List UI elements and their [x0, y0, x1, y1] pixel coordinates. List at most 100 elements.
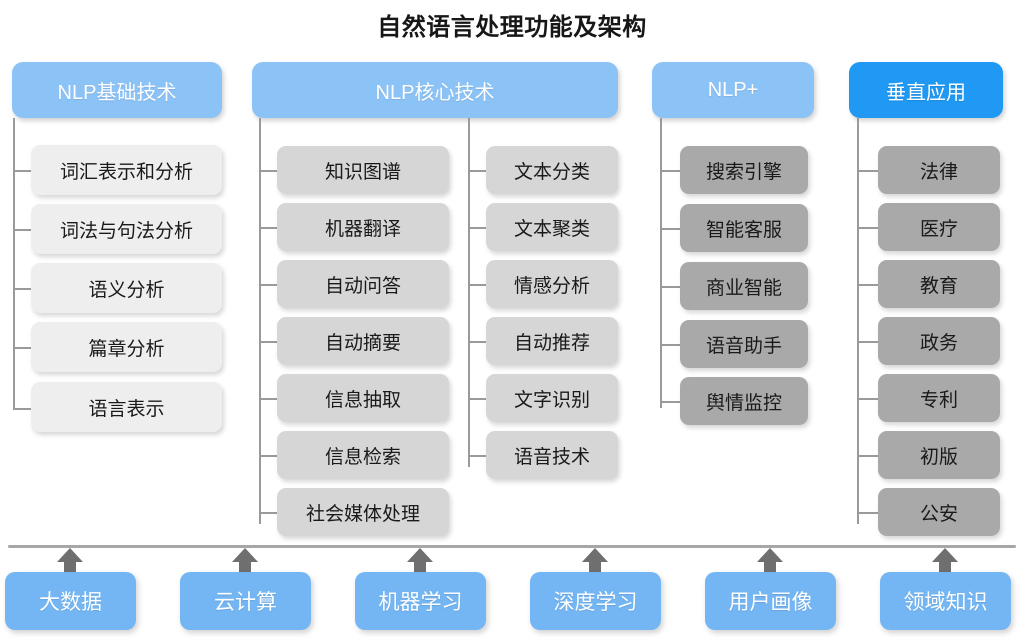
header-nlp-plus[interactable]: NLP+ [652, 62, 814, 118]
connector-stub [468, 227, 486, 229]
connector-stub [468, 341, 486, 343]
connector-stub [660, 228, 680, 230]
connector-stub [468, 455, 486, 457]
connector-stub [259, 284, 277, 286]
header-nlp-basic[interactable]: NLP基础技术 [12, 62, 222, 118]
node-col2-item[interactable]: 信息检索 [277, 431, 449, 479]
node-col5-item[interactable]: 初版 [878, 431, 1000, 479]
up-arrow-icon [57, 548, 83, 588]
node-label: 舆情监控 [705, 392, 782, 414]
foundation-item[interactable]: 用户画像 [705, 572, 836, 630]
node-col4-item[interactable]: 搜索引擎 [680, 146, 808, 194]
connector-stub [259, 455, 277, 457]
node-col2-item[interactable]: 知识图谱 [277, 146, 449, 194]
node-label: 词法与句法分析 [59, 220, 193, 242]
connector-stub [13, 288, 31, 290]
node-col3-item[interactable]: 文字识别 [486, 374, 618, 422]
connector-stub [468, 170, 486, 172]
up-arrow-icon [757, 548, 783, 588]
node-col4-item[interactable]: 舆情监控 [680, 377, 808, 425]
node-label: 商业智能 [705, 277, 782, 299]
connector-trunk-col2 [259, 118, 261, 524]
header-label: NLP核心技术 [375, 81, 495, 104]
node-col5-item[interactable]: 教育 [878, 260, 1000, 308]
foundation-item[interactable]: 机器学习 [355, 572, 486, 630]
foundation-label: 大数据 [39, 591, 102, 614]
foundation-item[interactable]: 大数据 [5, 572, 136, 630]
connector-trunk-col1 [13, 118, 15, 410]
node-label: 教育 [919, 275, 958, 297]
node-col4-item[interactable]: 语音助手 [680, 320, 808, 368]
node-col5-item[interactable]: 医疗 [878, 203, 1000, 251]
connector-stub [13, 170, 31, 172]
foundation-label: 领域知识 [903, 591, 988, 614]
node-label: 自动摘要 [324, 332, 401, 354]
node-label: 信息抽取 [324, 389, 401, 411]
connector-stub [857, 341, 878, 343]
up-arrow-icon [232, 548, 258, 588]
node-col5-item[interactable]: 专利 [878, 374, 1000, 422]
connector-trunk-col3 [468, 118, 470, 467]
node-col1-item[interactable]: 语言表示 [31, 382, 222, 432]
node-col2-item[interactable]: 社会媒体处理 [277, 488, 449, 536]
node-col2-item[interactable]: 自动摘要 [277, 317, 449, 365]
connector-stub [857, 284, 878, 286]
header-label: NLP+ [707, 78, 759, 101]
node-label: 初版 [919, 446, 958, 468]
header-label: 垂直应用 [886, 81, 966, 104]
node-col4-item[interactable]: 智能客服 [680, 204, 808, 252]
node-label: 知识图谱 [324, 161, 401, 183]
foundation-label: 机器学习 [378, 591, 463, 614]
node-col5-item[interactable]: 公安 [878, 488, 1000, 536]
node-label: 政务 [919, 332, 958, 354]
connector-stub [857, 512, 878, 514]
connector-stub [259, 341, 277, 343]
node-label: 文本聚类 [513, 218, 590, 240]
connector-stub [259, 170, 277, 172]
node-label: 词汇表示和分析 [59, 161, 193, 183]
connector-stub [660, 401, 680, 403]
header-label: NLP基础技术 [57, 81, 177, 104]
connector-stub [857, 227, 878, 229]
node-label: 专利 [919, 389, 958, 411]
node-col1-item[interactable]: 词汇表示和分析 [31, 145, 222, 195]
up-arrow-icon [932, 548, 958, 588]
node-label: 公安 [919, 503, 958, 525]
node-label: 机器翻译 [324, 218, 401, 240]
node-col3-item[interactable]: 自动推荐 [486, 317, 618, 365]
node-col3-item[interactable]: 文本聚类 [486, 203, 618, 251]
node-label: 医疗 [919, 218, 958, 240]
node-label: 语言表示 [88, 398, 165, 420]
foundation-divider-line [8, 545, 1016, 548]
node-col2-item[interactable]: 信息抽取 [277, 374, 449, 422]
foundation-item[interactable]: 深度学习 [530, 572, 661, 630]
connector-stub [468, 398, 486, 400]
header-nlp-core[interactable]: NLP核心技术 [252, 62, 618, 118]
foundation-label: 深度学习 [553, 591, 638, 614]
node-label: 语义分析 [88, 279, 165, 301]
connector-stub [259, 398, 277, 400]
node-col2-item[interactable]: 机器翻译 [277, 203, 449, 251]
node-col3-item[interactable]: 文本分类 [486, 146, 618, 194]
connector-trunk-col4 [660, 118, 662, 408]
node-label: 文本分类 [513, 161, 590, 183]
foundation-item[interactable]: 云计算 [180, 572, 311, 630]
foundation-item[interactable]: 领域知识 [880, 572, 1011, 630]
node-label: 信息检索 [324, 446, 401, 468]
node-label: 篇章分析 [88, 338, 165, 360]
node-col5-item[interactable]: 法律 [878, 146, 1000, 194]
node-col2-item[interactable]: 自动问答 [277, 260, 449, 308]
connector-stub [13, 408, 31, 410]
node-col3-item[interactable]: 情感分析 [486, 260, 618, 308]
connector-stub [660, 170, 680, 172]
connector-stub [468, 284, 486, 286]
node-col5-item[interactable]: 政务 [878, 317, 1000, 365]
header-vertical-applications[interactable]: 垂直应用 [849, 62, 1003, 118]
node-col3-item[interactable]: 语音技术 [486, 431, 618, 479]
foundation-label: 云计算 [214, 591, 277, 614]
node-col4-item[interactable]: 商业智能 [680, 262, 808, 310]
node-col1-item[interactable]: 词法与句法分析 [31, 204, 222, 254]
node-col1-item[interactable]: 篇章分析 [31, 322, 222, 372]
node-col1-item[interactable]: 语义分析 [31, 263, 222, 313]
